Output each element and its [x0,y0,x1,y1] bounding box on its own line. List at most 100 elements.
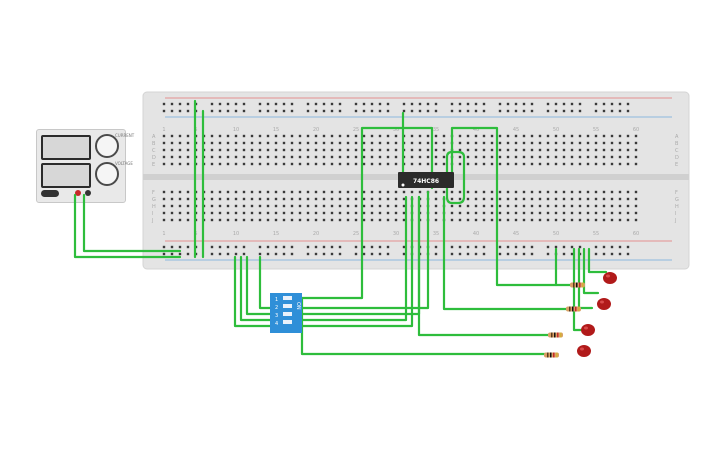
hole [442,190,446,194]
hole [274,134,278,138]
row-letter-left: E [152,162,155,168]
dip-toggle-1[interactable] [283,296,292,300]
hole [250,141,254,145]
rail-hole [626,245,630,249]
power-supply[interactable]: CURRENT VOLTAGE [36,129,134,203]
hole [242,148,246,152]
hole [578,197,582,201]
hole [626,155,630,159]
hole [570,141,574,145]
hole [602,190,606,194]
hole [322,162,326,166]
row-letter-left: A [152,134,156,140]
column-number-bottom: 15 [273,231,279,237]
dip-switch[interactable]: ON 1 2 3 4 [270,293,302,333]
led [577,345,591,357]
hole [570,197,574,201]
resistor-band [569,306,571,312]
column-number-top: 45 [513,127,519,133]
power-switch[interactable] [41,190,59,197]
hole [450,218,454,222]
hole [482,162,486,166]
rail-hole [618,109,622,113]
hole [626,190,630,194]
rail-hole [610,102,614,106]
rail-hole [458,109,462,113]
hole [234,204,238,208]
hole [354,148,358,152]
dip-toggle-2[interactable] [283,304,292,308]
hole [210,218,214,222]
hole [514,155,518,159]
hole [514,162,518,166]
rail-hole [570,102,574,106]
hole [234,211,238,215]
rail-hole [362,102,366,106]
rail-hole [410,109,414,113]
hole [338,162,342,166]
rail-hole [594,252,598,256]
hole [274,148,278,152]
hole [554,162,558,166]
hole [554,134,558,138]
rail-hole [162,245,166,249]
current-knob[interactable] [95,134,119,158]
dip-toggle-4[interactable] [283,320,292,324]
hole [330,141,334,145]
rail-hole [226,109,230,113]
hole [626,134,630,138]
rail-hole [162,252,166,256]
hole [530,197,534,201]
hole [226,204,230,208]
hole [562,141,566,145]
column-number-top: 60 [633,127,639,133]
rail-hole [506,109,510,113]
hole [618,155,622,159]
dip-toggle-3[interactable] [283,312,292,316]
rail-hole [218,245,222,249]
hole [546,204,550,208]
ic-74hc86[interactable]: 74HC86 [398,172,454,188]
rail-hole [322,245,326,249]
hole [474,218,478,222]
hole [602,218,606,222]
hole [410,141,414,145]
rail-hole [450,109,454,113]
hole [186,134,190,138]
hole [522,197,526,201]
rail-hole [266,252,270,256]
hole [226,197,230,201]
rail-hole [314,109,318,113]
hole [354,218,358,222]
hole [218,218,222,222]
hole [386,148,390,152]
rail-hole [546,109,550,113]
hole [386,162,390,166]
rail-hole [266,245,270,249]
rail-hole [226,252,230,256]
hole [250,148,254,152]
negative-terminal[interactable] [85,190,91,196]
hole [378,134,382,138]
hole [626,204,630,208]
rail-hole [338,252,342,256]
rail-hole [162,109,166,113]
voltage-knob[interactable] [95,162,119,186]
rail-hole [330,102,334,106]
positive-terminal[interactable] [75,190,81,196]
hole [618,148,622,152]
rail-hole [522,252,526,256]
hole [386,204,390,208]
hole [378,197,382,201]
hole [378,218,382,222]
rail-hole [546,102,550,106]
rail-hole [362,109,366,113]
hole [210,211,214,215]
row-letter-left: D [152,155,156,161]
hole [530,155,534,159]
hole [178,162,182,166]
hole [466,141,470,145]
hole [618,141,622,145]
